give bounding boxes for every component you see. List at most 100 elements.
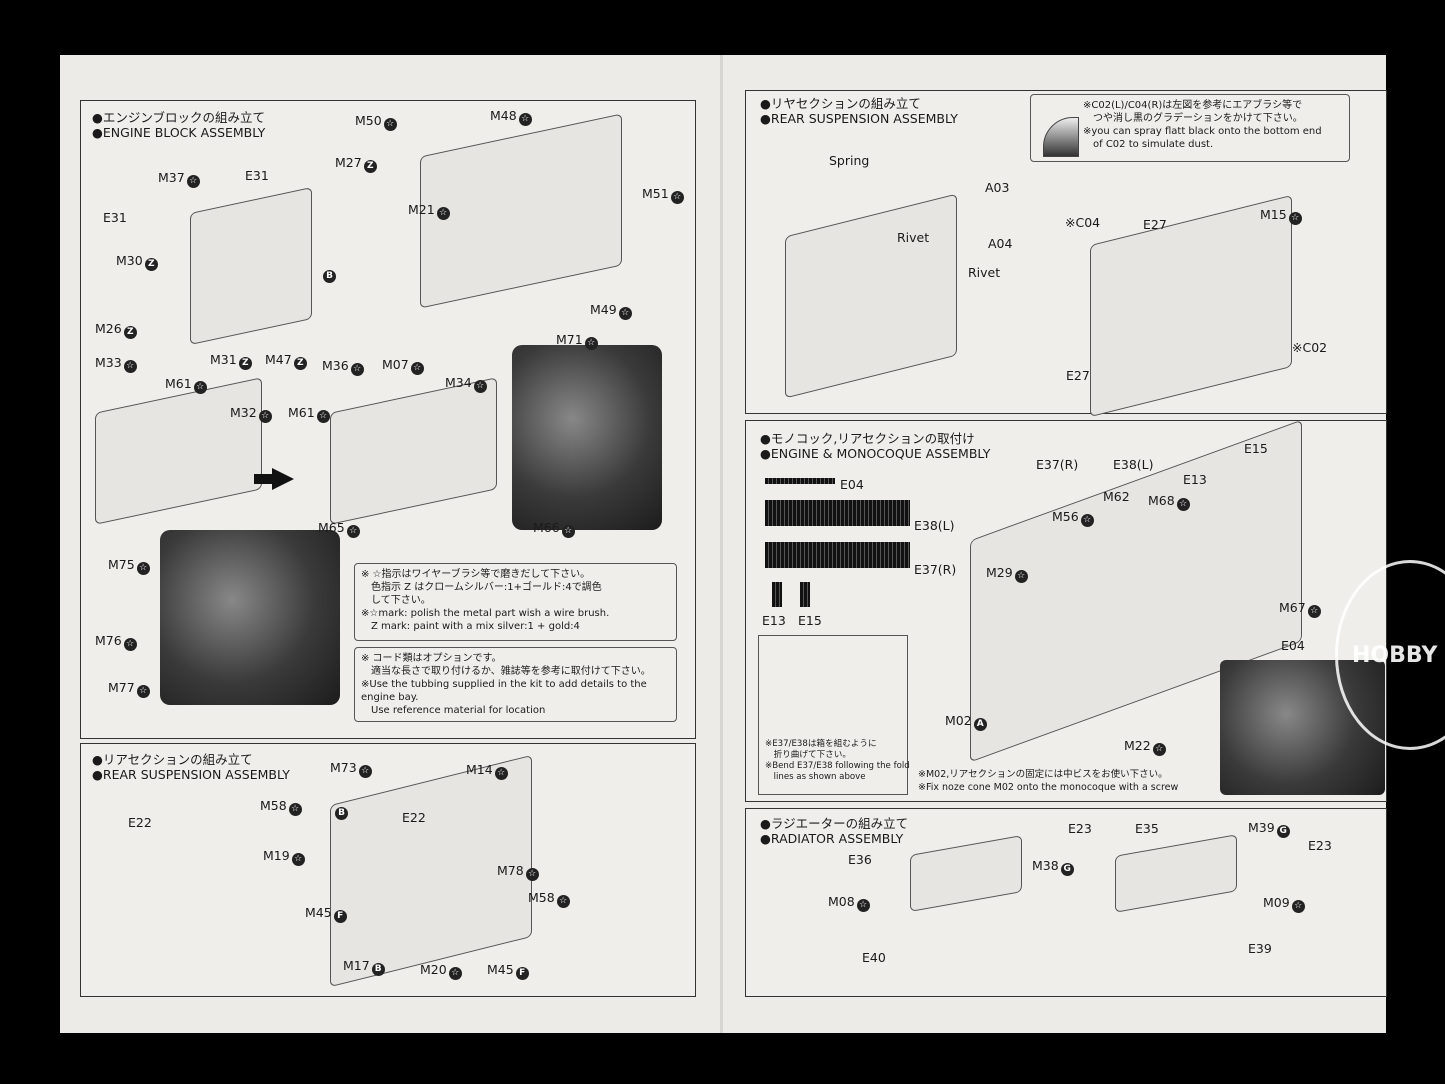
part-label: M61☆ (288, 405, 330, 423)
part-number: M68 (1148, 493, 1175, 508)
part-number: Spring (829, 153, 870, 168)
part-label: E04 (1281, 638, 1305, 653)
part-label: E35 (1135, 821, 1159, 836)
part-mark-icon: B (335, 807, 348, 820)
part-number: M21 (408, 202, 435, 217)
part-number: A04 (988, 236, 1013, 251)
note-screw: ※M02,リアセクションの固定には中ビスをお使い下さい。※Fix noze co… (918, 769, 1179, 793)
part-mark-icon: A (973, 718, 987, 731)
section-heading: ●ラジエーターの組み立て●RADIATOR ASSEMBLY (760, 816, 909, 846)
part-number: Rivet (968, 265, 1001, 280)
part-label: E27 (1143, 217, 1167, 232)
part-label: E23 (1308, 838, 1332, 853)
section-heading: ●リアセクションの組み立て●REAR SUSPENSION ASSEMBLY (92, 752, 290, 782)
part-label: B (321, 265, 336, 283)
part-label: E39 (1248, 941, 1272, 956)
part-number: M30 (116, 253, 143, 268)
part-number: M15 (1260, 207, 1287, 222)
part-mark-icon: Z (293, 357, 307, 370)
part-number: E35 (1135, 821, 1159, 836)
part-mark-icon: ☆ (448, 967, 462, 980)
part-number: M31 (210, 352, 237, 367)
decal-e37 (765, 542, 910, 568)
part-number: E37(R) (914, 562, 957, 577)
part-label: E38(L) (914, 518, 955, 533)
part-label: M75☆ (108, 557, 150, 575)
part-label: E31 (103, 210, 127, 225)
part-mark-icon: ☆ (618, 307, 632, 320)
part-number: ※C04 (1065, 215, 1101, 230)
part-number: E22 (402, 810, 426, 825)
part-label: M21☆ (408, 202, 450, 220)
part-number: M33 (95, 355, 122, 370)
part-number: A03 (985, 180, 1010, 195)
part-label: E38(L) (1113, 457, 1154, 472)
part-number: M51 (642, 186, 669, 201)
part-mark-icon: B (323, 270, 336, 283)
page-fold (720, 55, 723, 1033)
part-mark-icon: ☆ (584, 337, 598, 350)
part-label: M56☆ (1052, 509, 1094, 527)
decal-e15 (800, 582, 810, 607)
part-mark-icon: ☆ (518, 113, 532, 126)
part-label: M51☆ (642, 186, 684, 204)
note-fold: ※E37/E38は箱を組むように 折り曲げて下さい。※Bend E37/E38 … (758, 635, 910, 795)
part-label: M36☆ (322, 358, 364, 376)
part-label: M58☆ (528, 890, 570, 908)
section-heading: ●エンジンブロックの組み立て●ENGINE BLOCK ASSEMBLY (92, 110, 266, 140)
part-mark-icon: B (371, 963, 385, 976)
part-number: M07 (382, 357, 409, 372)
part-label: E13 (762, 613, 786, 628)
part-mark-icon: F (515, 967, 529, 980)
part-number: M17 (343, 958, 370, 973)
part-label: E40 (862, 950, 886, 965)
part-label: Rivet (968, 265, 1000, 280)
part-number: M75 (108, 557, 135, 572)
part-label: M76☆ (95, 633, 137, 651)
part-label: M09☆ (1263, 895, 1305, 913)
part-label: M77☆ (108, 680, 150, 698)
part-number: M27 (335, 155, 362, 170)
part-number: E22 (128, 815, 152, 830)
part-label: M49☆ (590, 302, 632, 320)
c02-gradient-icon (1043, 117, 1079, 157)
part-number: M56 (1052, 509, 1079, 524)
part-number: M67 (1279, 600, 1306, 615)
part-number: M73 (330, 760, 357, 775)
part-number: M45 (305, 905, 332, 920)
part-label: M14☆ (466, 762, 508, 780)
part-mark-icon: ☆ (856, 899, 870, 912)
part-mark-icon: ☆ (193, 381, 207, 394)
part-mark-icon: ☆ (288, 803, 302, 816)
part-label: E22 (402, 810, 426, 825)
part-number: M08 (828, 894, 855, 909)
part-mark-icon: ☆ (1080, 514, 1094, 527)
part-number: E38(L) (914, 518, 955, 533)
part-label: M71☆ (556, 332, 598, 350)
part-number: E04 (1281, 638, 1305, 653)
part-number: ※C02 (1292, 340, 1328, 355)
part-mark-icon: ☆ (1288, 212, 1302, 225)
part-number: M58 (528, 890, 555, 905)
part-number: E38(L) (1113, 457, 1154, 472)
note-tubbing: ※ コード類はオプションです。 適当な長さで取り付けるか、雑誌等を参考に取付けて… (354, 647, 677, 722)
part-label: A03 (985, 180, 1009, 195)
arrow-icon (254, 468, 294, 490)
section-radiator (745, 808, 1387, 997)
part-label: M20☆ (420, 962, 462, 980)
part-mark-icon: F (333, 910, 347, 923)
part-number: M48 (490, 108, 517, 123)
note-spray: ※C02(L)/C04(R)は左図を参考にエアブラシ等で つや消し黒のグラデーシ… (1030, 94, 1350, 162)
part-number: E31 (103, 210, 127, 225)
part-number: M58 (260, 798, 287, 813)
part-label: E27 (1066, 368, 1090, 383)
part-number: M76 (95, 633, 122, 648)
part-mark-icon: ☆ (136, 685, 150, 698)
part-mark-icon: ☆ (561, 525, 575, 538)
